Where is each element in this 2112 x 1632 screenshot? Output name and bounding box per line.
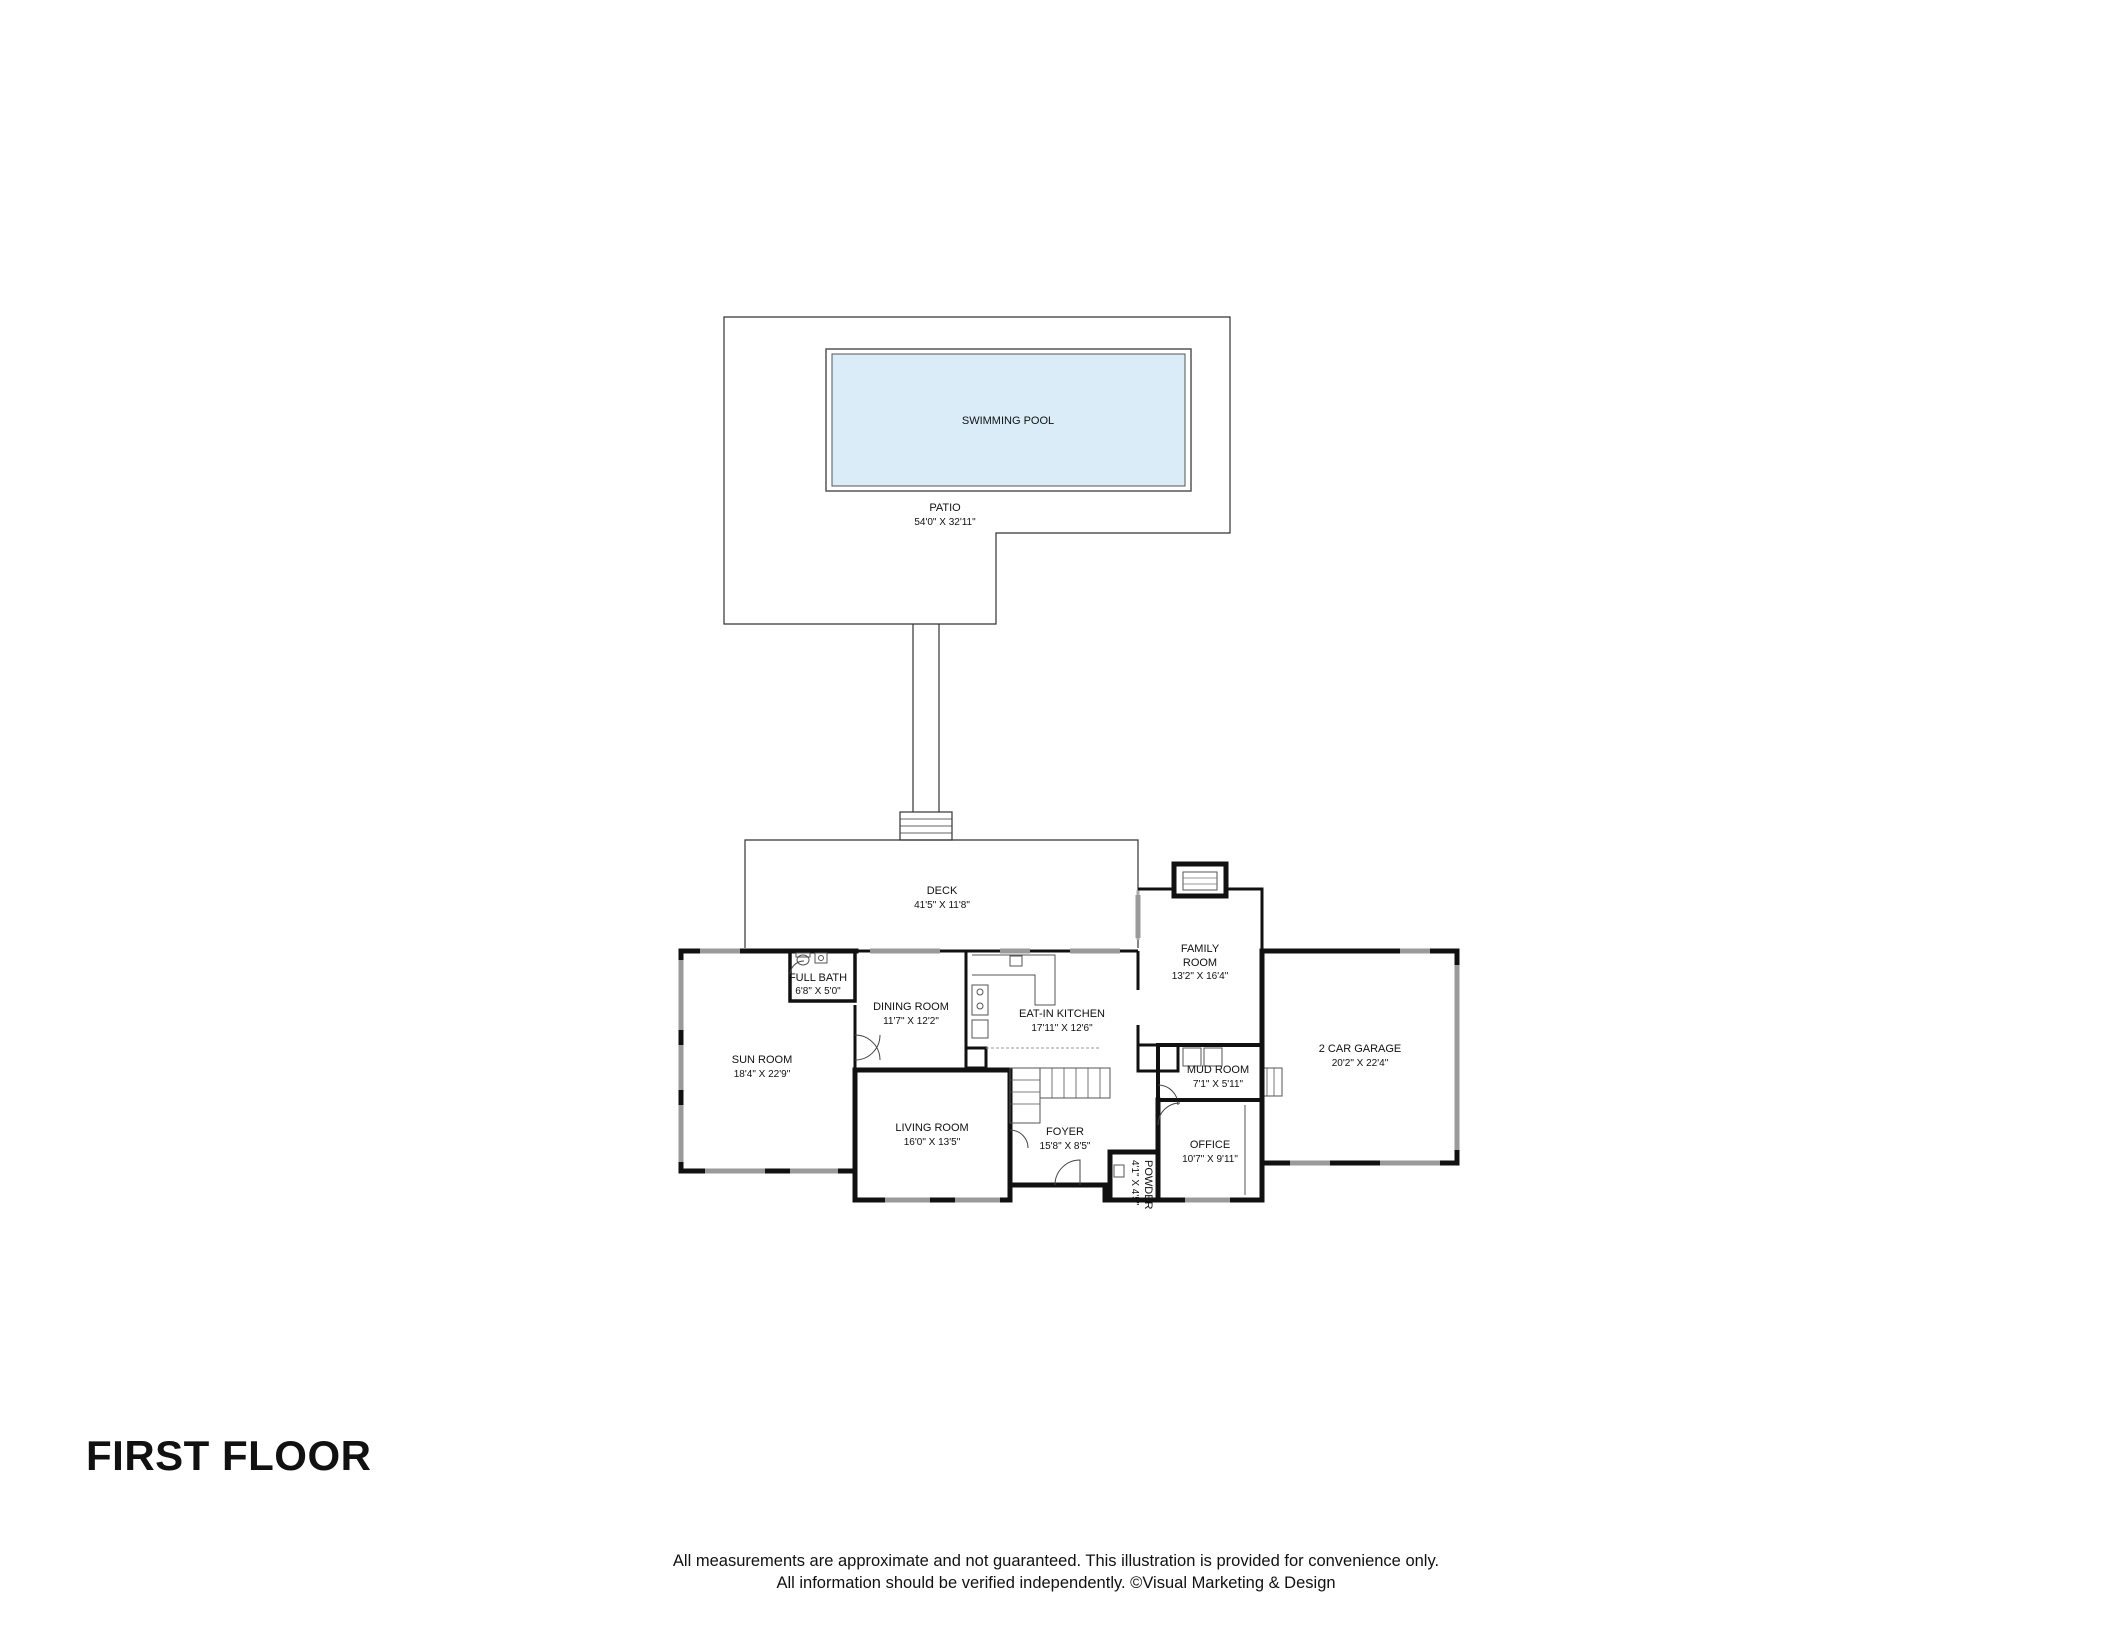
powder-label: POWDER — [1142, 1160, 1154, 1210]
mud-room-label: MUD ROOM — [1187, 1064, 1249, 1076]
foyer-size: 15'8" X 8'5" — [1040, 1141, 1091, 1152]
sink-icon — [814, 952, 828, 964]
dining-door-2 — [854, 1034, 881, 1061]
living-room-label: LIVING ROOM — [895, 1122, 968, 1134]
patio-size: 54'0" X 32'11" — [914, 517, 976, 528]
kitchen-label: EAT-IN KITCHEN — [1019, 1008, 1105, 1020]
page-title: FIRST FLOOR — [86, 1432, 372, 1479]
dining-room-size: 11'7" X 12'2" — [883, 1016, 939, 1027]
living-room-size: 16'0" X 13'5" — [904, 1137, 961, 1148]
deck-size: 41'5" X 11'8" — [914, 900, 970, 911]
fireplace-icon — [1171, 861, 1229, 899]
foyer-entry-door — [1054, 1159, 1081, 1186]
kitchen-size: 17'11" X 12'6" — [1031, 1023, 1093, 1034]
patio-outline — [723, 316, 1231, 625]
dining-door-1 — [854, 1034, 881, 1061]
washer-dryer-icon — [1182, 1047, 1223, 1067]
family-room-label-1: FAMILY — [1181, 943, 1220, 955]
sun-room-size: 18'4" X 22'9" — [734, 1069, 791, 1080]
office-label: OFFICE — [1190, 1139, 1230, 1151]
office-size: 10'7" X 9'11" — [1182, 1154, 1238, 1165]
toilet-icon — [795, 952, 811, 966]
stairs-icon — [1009, 1067, 1111, 1124]
disclaimer-line-1: All measurements are approximate and not… — [672, 1552, 1440, 1570]
powder-size: 4'1" X 4'5" — [1129, 1160, 1140, 1206]
swimming-pool — [831, 353, 1186, 487]
powder-toilet-icon — [1113, 1164, 1125, 1178]
mud-room-size: 7'1" X 5'11" — [1193, 1079, 1244, 1090]
full-bath-size: 6'8" X 5'0" — [795, 986, 841, 997]
garage-walls — [1259, 948, 1460, 1166]
full-bath-label: FULL BATH — [789, 972, 847, 984]
disclaimer-line-2: All information should be verified indep… — [776, 1574, 1336, 1592]
full-bath-walls — [788, 949, 857, 1003]
mud-room-bench — [1136, 1043, 1180, 1073]
mud-room-door — [1157, 1084, 1179, 1106]
deck-steps — [899, 811, 953, 841]
foyer-closet-door — [1009, 1129, 1029, 1149]
foyer-label: FOYER — [1046, 1126, 1084, 1138]
pool-label: SWIMMING POOL — [962, 415, 1054, 427]
dining-room-label: DINING ROOM — [873, 1001, 949, 1013]
full-bath-door — [789, 960, 805, 976]
office-door — [1157, 1102, 1181, 1126]
living-room-walls — [852, 1067, 1013, 1203]
garage-size: 20'2" X 22'4" — [1332, 1058, 1389, 1069]
garage-label: 2 CAR GARAGE — [1319, 1043, 1402, 1055]
deck-label: DECK — [927, 885, 958, 897]
patio-label: PATIO — [929, 502, 961, 514]
family-room-size: 13'2" X 16'4" — [1172, 971, 1229, 982]
family-room-label-2: ROOM — [1183, 957, 1217, 969]
sun-room-label: SUN ROOM — [732, 1054, 793, 1066]
pool-edge — [825, 348, 1192, 492]
